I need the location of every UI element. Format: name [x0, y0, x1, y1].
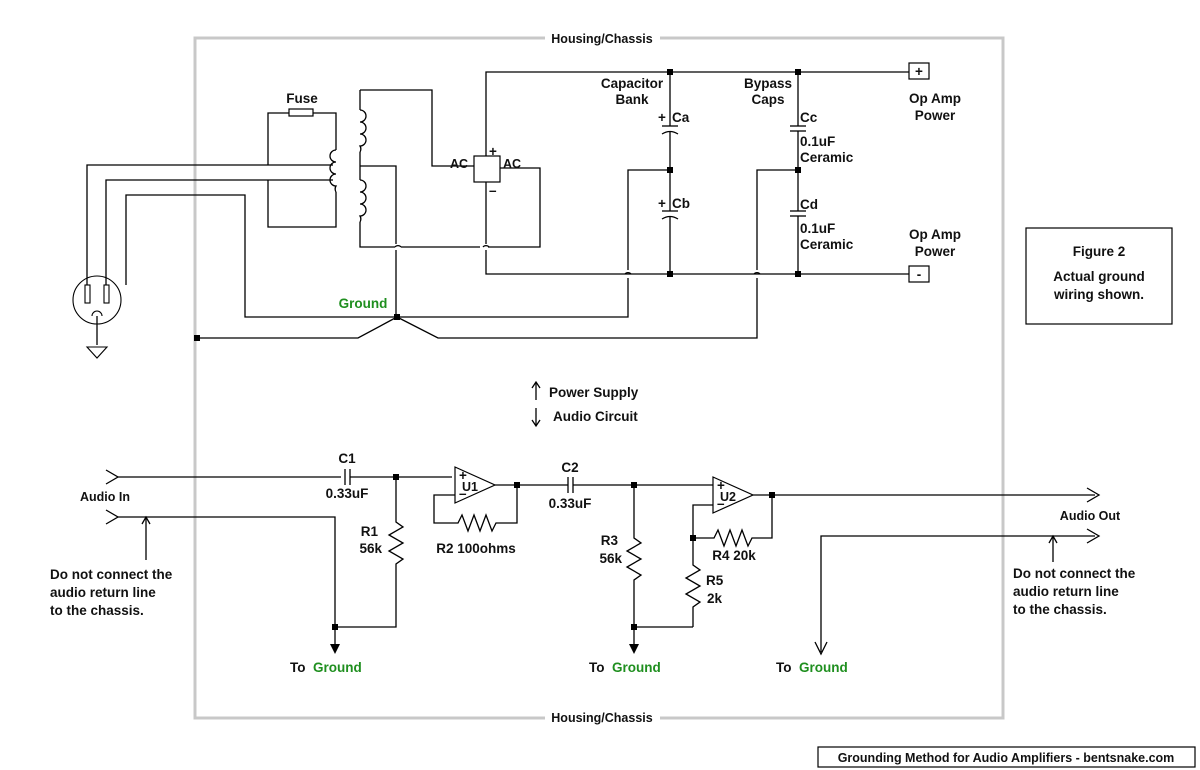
footer-text: Grounding Method for Audio Amplifiers - …: [838, 751, 1175, 765]
audio-out-label: Audio Out: [1060, 509, 1121, 523]
bypass-label-2: Caps: [751, 92, 784, 107]
opamp-power-bot-1: Op Amp: [909, 227, 961, 242]
figure-line2: wiring shown.: [1053, 287, 1144, 302]
cb-label: Cb: [672, 196, 690, 211]
ac-right-label: AC: [503, 157, 521, 171]
note-right-2: audio return line: [1013, 584, 1119, 599]
opamp-power-bot-2: Power: [915, 244, 956, 259]
section-arrows: [531, 380, 541, 428]
power-outlet-icon: [72, 275, 122, 359]
transformer-primary-coil: [329, 149, 338, 193]
capacitor-c2: [567, 477, 713, 493]
audio-in-label: Audio In: [80, 490, 130, 504]
to-ground-3-ground: Ground: [799, 660, 848, 675]
r3-value: 56k: [599, 551, 622, 566]
cc-type: Ceramic: [800, 150, 854, 165]
figure-title: Figure 2: [1073, 244, 1126, 259]
u1-plus: +: [459, 468, 467, 483]
transformer-secondary-coil: [358, 89, 480, 317]
note-left-arrow: [141, 515, 151, 560]
bypass-label-1: Bypass: [744, 76, 792, 91]
resistor-r1: [330, 474, 405, 654]
r5-label: R5: [706, 573, 724, 588]
to-ground-3-to: To: [776, 660, 792, 675]
u2-plus: +: [717, 478, 725, 493]
cd-value: 0.1uF: [800, 221, 835, 236]
capacitor-c1: [344, 469, 452, 485]
footer-box: [817, 746, 1196, 768]
c1-value: 0.33uF: [326, 486, 369, 501]
opamp-u2: [684, 476, 1095, 627]
note-left-1: Do not connect the: [50, 567, 173, 582]
c1-label: C1: [338, 451, 356, 466]
fuse-label: Fuse: [286, 91, 318, 106]
capacitor-bank: [400, 72, 679, 318]
opamp-u1: [433, 466, 568, 533]
note-right-1: Do not connect the: [1013, 566, 1136, 581]
rectifier-minus-symbol: –: [489, 183, 497, 198]
opamp-power-top-2: Power: [915, 108, 956, 123]
fuse: [267, 108, 337, 228]
audio-circuit-label: Audio Circuit: [553, 409, 638, 424]
u2-label: U2: [720, 490, 736, 504]
ca-plus: +: [658, 110, 666, 125]
chassis-label-bottom: Housing/Chassis: [551, 711, 652, 725]
note-left-3: to the chassis.: [50, 603, 144, 618]
to-ground-1-ground: Ground: [313, 660, 362, 675]
audio-out-connector: [814, 487, 1101, 656]
terminal-plus-symbol: +: [915, 64, 923, 79]
cc-value: 0.1uF: [800, 134, 835, 149]
chassis-label-top: Housing/Chassis: [551, 32, 652, 46]
note-left-2: audio return line: [50, 585, 156, 600]
to-ground-2-ground: Ground: [612, 660, 661, 675]
r4-label: R4 20k: [712, 548, 756, 563]
mains-wiring: [86, 164, 397, 318]
junction-dots: [194, 69, 801, 341]
r3-label: R3: [601, 533, 619, 548]
audio-in-connector: [105, 469, 341, 627]
cd-label: Cd: [800, 197, 818, 212]
cap-bank-label-2: Bank: [615, 92, 649, 107]
resistor-r3: [625, 482, 693, 654]
power-supply-label: Power Supply: [549, 385, 639, 400]
c2-label: C2: [561, 460, 578, 475]
r1-value: 56k: [359, 541, 382, 556]
cap-bank-label-1: Capacitor: [601, 76, 664, 91]
cd-type: Ceramic: [800, 237, 854, 252]
u1-minus: –: [459, 486, 467, 501]
ground-label: Ground: [339, 296, 388, 311]
opamp-power-top-1: Op Amp: [909, 91, 961, 106]
u1-label: U1: [462, 480, 478, 494]
c2-value: 0.33uF: [549, 496, 592, 511]
u2-minus: –: [717, 496, 725, 511]
r2-label: R2 100ohms: [436, 541, 516, 556]
r5-value: 2k: [707, 591, 723, 606]
ac-left-label: AC: [450, 157, 468, 171]
note-right-arrow: [1048, 534, 1058, 562]
cc-label: Cc: [800, 110, 818, 125]
to-ground-2-to: To: [589, 660, 605, 675]
terminal-minus-symbol: -: [917, 267, 922, 282]
housing-chassis-outline: [193, 36, 1005, 720]
ca-label: Ca: [672, 110, 690, 125]
figure-box: [1025, 227, 1173, 325]
opamp-power-terminals: [908, 62, 930, 283]
to-ground-1-to: To: [290, 660, 306, 675]
figure-line1: Actual ground: [1053, 269, 1145, 284]
rectifier-plus-symbol: +: [489, 144, 497, 159]
bridge-rectifier: [473, 71, 921, 275]
note-right-3: to the chassis.: [1013, 602, 1107, 617]
cb-plus: +: [658, 196, 666, 211]
bypass-capacitors: [197, 72, 806, 339]
r1-label: R1: [361, 524, 379, 539]
